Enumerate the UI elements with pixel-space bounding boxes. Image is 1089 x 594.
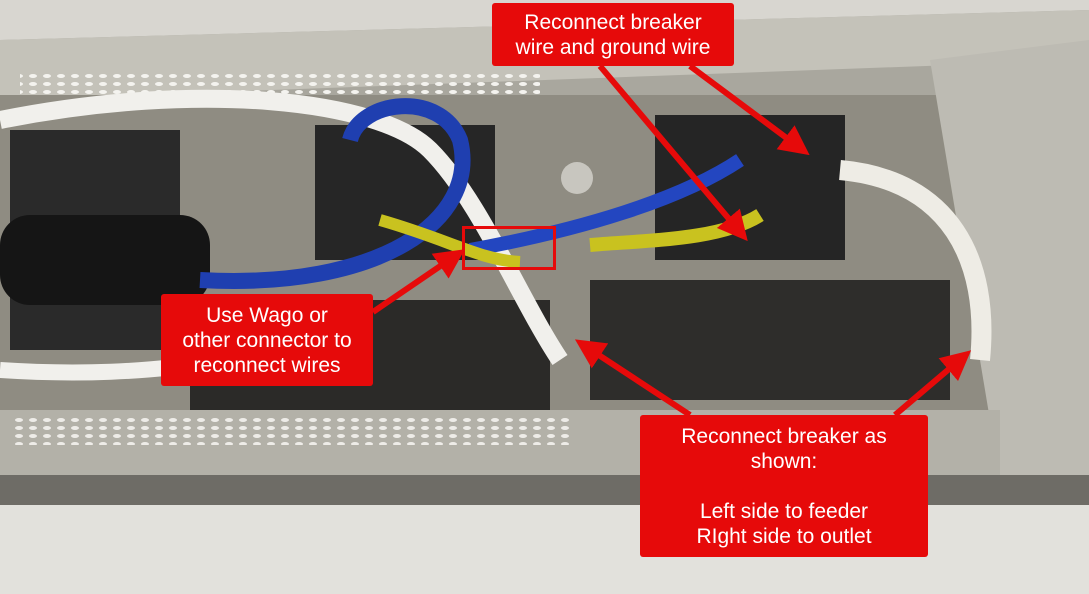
callout-text: reconnect wires [193, 353, 341, 377]
callout-text: shown: [750, 449, 818, 473]
callout-text: Use Wago or [206, 303, 328, 327]
callout-use-wago: Use Wago or other connector to reconnect… [161, 294, 373, 386]
connection-highlight-box [462, 226, 556, 270]
callout-text: Reconnect breaker as [681, 424, 887, 448]
callout-text: RIght side to outlet [696, 524, 872, 548]
callout-reconnect-breaker-wire: Reconnect breaker wire and ground wire [492, 3, 734, 66]
callout-text: other connector to [182, 328, 352, 352]
callout-reconnect-breaker-as-shown: Reconnect breaker as shown: Left side to… [640, 415, 928, 557]
callout-text: wire and ground wire [515, 35, 711, 59]
callout-text: Reconnect breaker [524, 10, 702, 34]
ground-screw [561, 162, 593, 194]
callout-text: Left side to feeder [699, 499, 869, 523]
